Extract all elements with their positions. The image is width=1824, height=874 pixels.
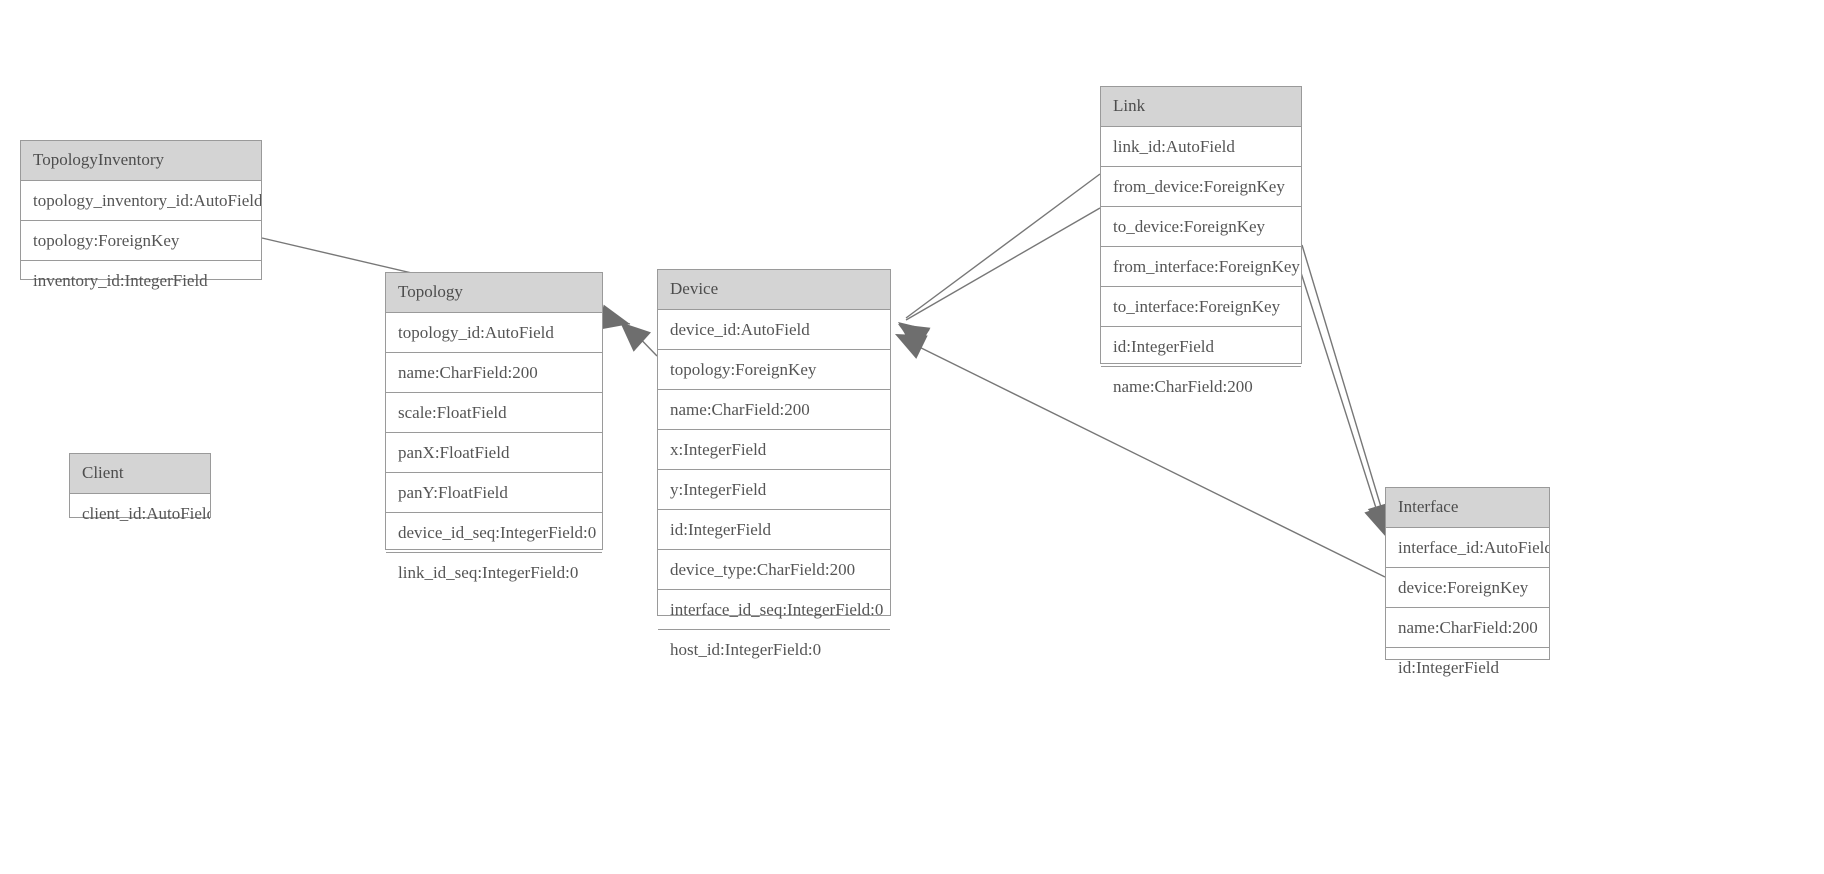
relationship-arrowhead (895, 334, 928, 359)
field-row[interactable]: id:IntegerField (1398, 658, 1500, 677)
entity-title-topology: Topology (386, 273, 602, 313)
relationship-line (1295, 256, 1384, 531)
field-row[interactable]: host_id:IntegerField:0 (670, 640, 822, 659)
rel-link-todevice (898, 207, 1101, 351)
field-row[interactable]: name:CharField:200 (1113, 377, 1253, 396)
field-row[interactable]: topology:ForeignKey (658, 350, 890, 390)
field-row[interactable]: y:IntegerField (658, 470, 890, 510)
field-row[interactable]: from_interface:ForeignKey (1101, 247, 1301, 287)
entity-client[interactable]: Client client_id:AutoField (69, 453, 211, 523)
relationship-line (905, 207, 1101, 321)
field-row[interactable]: panY:FloatField (386, 473, 602, 513)
field-row[interactable]: id:IntegerField (658, 510, 890, 550)
rel-device-topology (620, 322, 658, 357)
relationship-arrowhead (898, 324, 931, 351)
field-row[interactable]: topology_id:AutoField (386, 313, 602, 353)
field-row[interactable]: topology_inventory_id:AutoField (21, 181, 261, 221)
field-row[interactable]: scale:FloatField (386, 393, 602, 433)
field-row[interactable]: device_id:AutoField (658, 310, 890, 350)
field-row[interactable]: client_id:AutoField (82, 504, 210, 523)
field-row[interactable]: interface_id_seq:IntegerField:0 (658, 590, 890, 630)
field-row[interactable]: link_id:AutoField (1101, 127, 1301, 167)
relationship-arrowhead (620, 322, 651, 352)
rel-link-fromdevice (898, 173, 1101, 351)
entity-title-device: Device (658, 270, 890, 310)
relationship-arrowhead (597, 304, 630, 330)
field-row[interactable]: name:CharField:200 (386, 353, 602, 393)
field-row[interactable]: x:IntegerField (658, 430, 890, 470)
field-row[interactable]: device:ForeignKey (1386, 568, 1549, 608)
field-row[interactable]: link_id_seq:IntegerField:0 (398, 563, 579, 582)
rel-link-tointerface (1295, 256, 1390, 537)
field-row[interactable]: to_interface:ForeignKey (1101, 287, 1301, 327)
field-row[interactable]: topology:ForeignKey (21, 221, 261, 261)
entity-fields-client: client_id:AutoField (70, 494, 210, 534)
field-row[interactable]: name:CharField:200 (658, 390, 890, 430)
relationship-arrowhead (898, 322, 930, 351)
field-row[interactable]: to_device:ForeignKey (1101, 207, 1301, 247)
entity-title-topology_inventory: TopologyInventory (21, 141, 261, 181)
relationship-line (627, 325, 658, 357)
field-row[interactable]: panX:FloatField (386, 433, 602, 473)
field-row[interactable]: device_id_seq:IntegerField:0 (386, 513, 602, 553)
entity-title-interface: Interface (1386, 488, 1549, 528)
field-row[interactable]: name:CharField:200 (1386, 608, 1549, 648)
entity-title-link: Link (1101, 87, 1301, 127)
entity-title-client: Client (70, 454, 210, 494)
relationship-line (905, 173, 1101, 319)
field-row[interactable]: interface_id:AutoField (1386, 528, 1549, 568)
relationship-line (1301, 244, 1388, 528)
field-row[interactable]: from_device:ForeignKey (1101, 167, 1301, 207)
field-row[interactable]: inventory_id:IntegerField (33, 271, 208, 290)
field-row[interactable]: device_type:CharField:200 (658, 550, 890, 590)
field-row[interactable]: id:IntegerField (1101, 327, 1301, 367)
